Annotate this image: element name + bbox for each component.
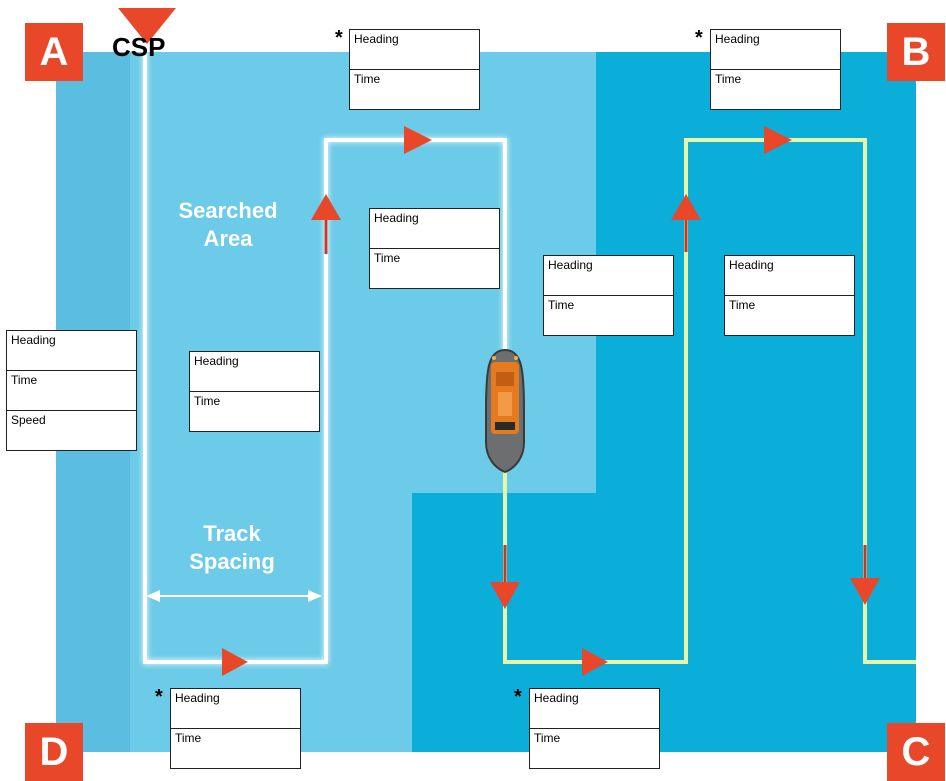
- searched-area-line1: Searched: [160, 197, 296, 225]
- searched-area-line2: Area: [160, 225, 296, 253]
- leg-box-top-right: Heading Time: [710, 29, 841, 110]
- heading-field[interactable]: Heading: [350, 30, 479, 70]
- track-spacing-label: Track Spacing: [162, 520, 302, 576]
- lifeboat-icon: [486, 350, 524, 472]
- leg-box-left-center: Heading Time: [189, 351, 320, 432]
- asterisk-marker: *: [335, 28, 343, 48]
- leg-box-center: Heading Time: [369, 208, 500, 289]
- heading-field[interactable]: Heading: [370, 209, 499, 249]
- time-field[interactable]: Time: [7, 371, 136, 411]
- leg-box-bottom-middle: Heading Time: [529, 688, 660, 769]
- leg-box-right-center: Heading Time: [543, 255, 674, 336]
- heading-field[interactable]: Heading: [544, 256, 673, 296]
- time-field[interactable]: Time: [725, 296, 854, 336]
- heading-field[interactable]: Heading: [711, 30, 840, 70]
- asterisk-marker: *: [155, 687, 163, 707]
- corner-d-marker: D: [25, 723, 83, 781]
- track-spacing-line2: Spacing: [162, 548, 302, 576]
- asterisk-marker: *: [514, 687, 522, 707]
- heading-field[interactable]: Heading: [190, 352, 319, 392]
- leg-box-far-right: Heading Time: [724, 255, 855, 336]
- heading-field[interactable]: Heading: [530, 689, 659, 729]
- heading-field[interactable]: Heading: [725, 256, 854, 296]
- speed-field[interactable]: Speed: [7, 411, 136, 451]
- time-field[interactable]: Time: [530, 729, 659, 769]
- time-field[interactable]: Time: [190, 392, 319, 432]
- csp-label: CSP: [112, 32, 165, 63]
- corner-b-marker: B: [887, 23, 945, 81]
- time-field[interactable]: Time: [171, 729, 300, 769]
- leg-box-top-middle: Heading Time: [349, 29, 480, 110]
- time-field[interactable]: Time: [711, 70, 840, 110]
- heading-field[interactable]: Heading: [171, 689, 300, 729]
- heading-field[interactable]: Heading: [7, 331, 136, 371]
- corner-c-marker: C: [887, 723, 945, 781]
- track-spacing-line1: Track: [162, 520, 302, 548]
- time-field[interactable]: Time: [370, 249, 499, 289]
- time-field[interactable]: Time: [350, 70, 479, 110]
- leg-box-bottom-left: Heading Time: [170, 688, 301, 769]
- corner-a-marker: A: [25, 23, 83, 81]
- initial-leg-box: Heading Time Speed: [6, 330, 137, 451]
- searched-area-label: Searched Area: [160, 197, 296, 253]
- asterisk-marker: *: [695, 28, 703, 48]
- time-field[interactable]: Time: [544, 296, 673, 336]
